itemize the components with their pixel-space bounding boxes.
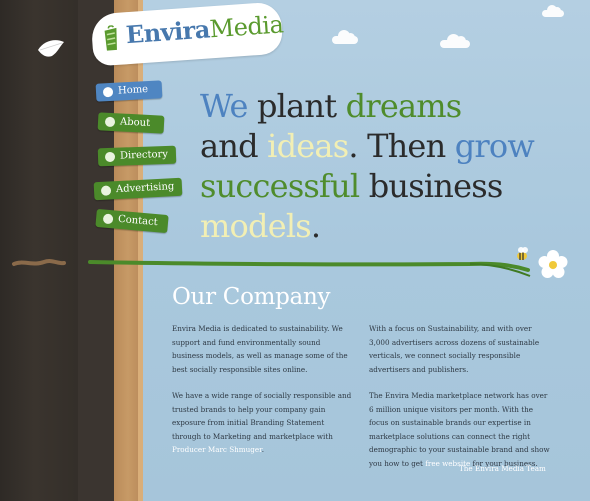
- flower-icon: [538, 250, 568, 278]
- headline-word: and: [200, 127, 268, 165]
- free-website-link[interactable]: free website: [425, 458, 471, 468]
- tree-bark-edge: [138, 0, 143, 501]
- headline-word: successful: [200, 167, 360, 205]
- logo-word-envira: Envira: [124, 14, 211, 50]
- apple-icon: [104, 151, 116, 163]
- headline-word: grow: [454, 127, 535, 165]
- paragraph-text: The Envira Media marketplace network has…: [369, 391, 550, 468]
- headline-word: dreams: [345, 87, 463, 125]
- headline-word: . Then: [348, 127, 455, 165]
- logo-word-media: Media: [208, 10, 285, 44]
- leaf-icon: [38, 40, 64, 57]
- headline-word: .: [310, 207, 321, 245]
- site-logo[interactable]: EnviraMedia: [90, 1, 284, 67]
- headline-word: business: [359, 167, 504, 205]
- shield-icon: [100, 185, 112, 196]
- worm-icon: [12, 259, 66, 266]
- cloud-decoration: [440, 34, 470, 48]
- cloud-decoration: [332, 30, 358, 44]
- hero-headline: We plant dreams and ideas. Then grow suc…: [200, 86, 590, 246]
- paragraph-text: We have a wide range of socially respons…: [172, 391, 352, 441]
- headline-word: ideas: [267, 127, 349, 165]
- nav-label: Directory: [119, 148, 169, 162]
- nav-label: Contact: [117, 213, 159, 229]
- company-column-left: Envira Media is dedicated to sustainabil…: [172, 322, 354, 470]
- logo-cup-icon: [104, 25, 117, 51]
- globe-icon: [104, 116, 116, 128]
- paragraph: The Envira Media marketplace network has…: [369, 389, 553, 470]
- branch-illustration: [12, 247, 568, 278]
- nav-home[interactable]: Home: [95, 80, 163, 102]
- bee-icon: [517, 247, 528, 260]
- headline-word: models: [200, 207, 312, 245]
- logo-wordmark: EnviraMedia: [125, 9, 284, 49]
- paragraph-text: for your business.: [470, 458, 538, 468]
- nav-directory[interactable]: Directory: [97, 145, 177, 167]
- paragraph: With a focus on Sustainability, and with…: [369, 324, 540, 374]
- signature: The Envira Media Team: [459, 464, 546, 473]
- tree-trunk: [0, 0, 85, 501]
- headline-word: plant: [247, 87, 346, 125]
- nav-about[interactable]: About: [97, 112, 165, 134]
- company-column-right: With a focus on Sustainability, and with…: [369, 322, 553, 483]
- cloud-decoration: [542, 5, 564, 17]
- nav-label: Advertising: [115, 181, 175, 196]
- flower-icon: [102, 86, 114, 98]
- paragraph: We have a wide range of socially respons…: [172, 389, 354, 457]
- nav-label: Home: [117, 84, 149, 97]
- nav-label: About: [119, 116, 151, 129]
- paragraph-text: .: [261, 445, 265, 454]
- star-icon: [102, 213, 114, 225]
- producer-link[interactable]: Producer Marc Shmuger: [172, 445, 262, 454]
- nav-advertising[interactable]: Advertising: [93, 177, 183, 201]
- content-area: [143, 266, 590, 501]
- headline-word: We: [200, 87, 248, 125]
- paragraph: Envira Media is dedicated to sustainabil…: [172, 324, 348, 374]
- stem: [88, 260, 530, 272]
- section-title: Our Company: [172, 284, 331, 310]
